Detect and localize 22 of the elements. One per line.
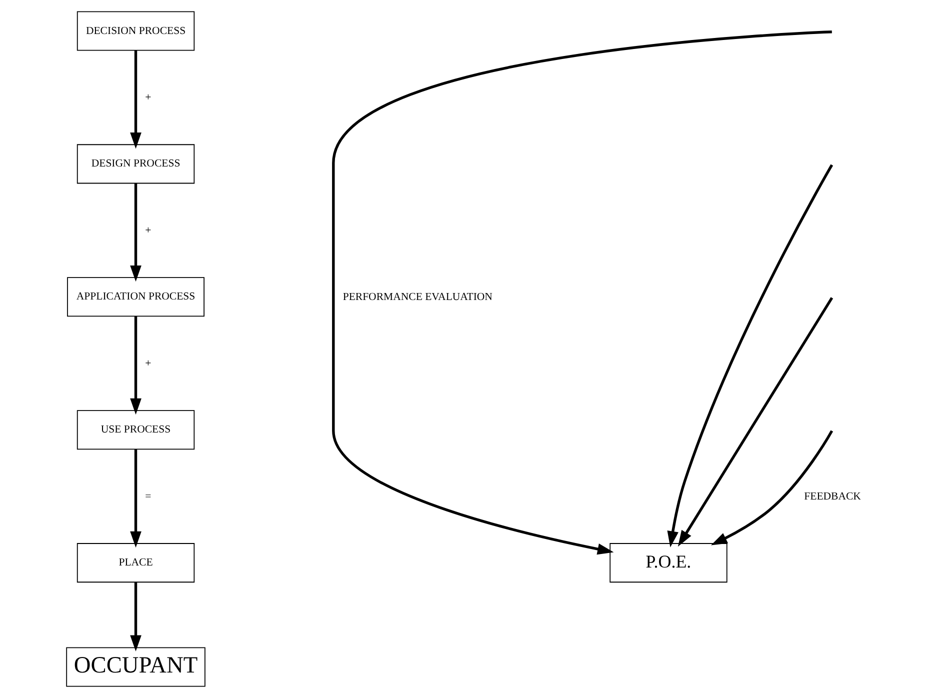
node-box: OCCUPANT [66,647,206,687]
edge-label: FEEDBACK [804,490,861,503]
node-box: DESIGN PROCESS [76,144,195,184]
edge-label: + [145,92,152,104]
arrow [130,50,142,149]
edge-label: + [145,224,152,237]
arrow [667,164,834,548]
node-box: USE PROCESS [76,410,195,450]
arrow [130,316,142,415]
arrow [130,183,142,282]
arrow [678,297,834,547]
node-box: APPLICATION PROCESS [67,277,204,317]
node-box: P.O.E. [610,543,728,583]
edge-label: PERFORMANCE EVALUATION [342,291,492,304]
arrow [130,582,142,652]
edge-label: = [145,490,152,503]
node-box: PLACE [76,543,195,583]
arrow [130,449,142,548]
edge-label: + [145,358,152,370]
node-box: DECISION PROCESS [76,11,195,51]
arrow [332,30,832,555]
arrow [710,430,834,546]
